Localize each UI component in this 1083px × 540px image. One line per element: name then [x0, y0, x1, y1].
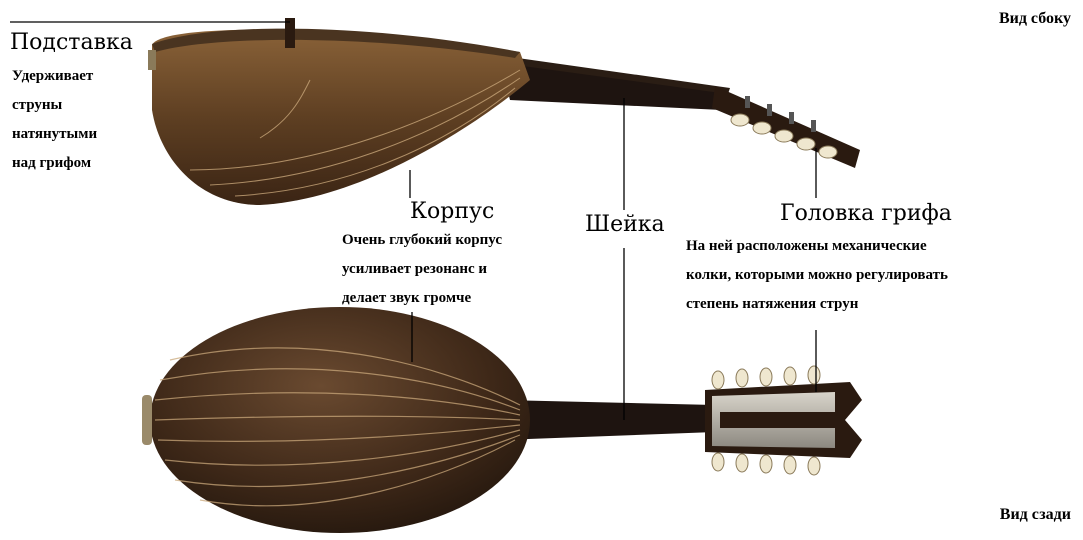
bridge-desc-line: над грифом	[12, 149, 97, 178]
side-view-mandolin	[148, 18, 860, 205]
side-headstock	[712, 86, 860, 168]
headstock-desc-line: степень натяжения струн	[686, 290, 948, 319]
side-endpin	[148, 50, 156, 70]
bridge-desc-line: натянутыми	[12, 120, 97, 149]
back-neck	[500, 400, 715, 440]
body-desc-line: делает звук громче	[342, 284, 502, 313]
bridge-description: Удерживает струны натянутыми над грифом	[12, 62, 97, 178]
back-end-button	[142, 395, 152, 445]
headstock-title: Головка грифа	[780, 201, 952, 226]
back-headstock-slot	[720, 412, 835, 428]
back-pegs-bottom	[712, 453, 820, 475]
body-description: Очень глубокий корпус усиливает резонанс…	[342, 226, 502, 313]
bridge-desc-line: струны	[12, 91, 97, 120]
bridge-desc-line: Удерживает	[12, 62, 97, 91]
neck-title: Шейка	[585, 212, 665, 237]
back-view-label: Вид сзади	[1000, 506, 1071, 524]
headstock-desc-line: На ней расположены механические	[686, 232, 948, 261]
body-title: Корпус	[410, 199, 494, 224]
body-desc-line: усиливает резонанс и	[342, 255, 502, 284]
side-view-label: Вид сбоку	[999, 10, 1071, 28]
back-view-mandolin	[142, 307, 862, 533]
bridge-title: Подставка	[10, 30, 133, 55]
body-desc-line: Очень глубокий корпус	[342, 226, 502, 255]
headstock-description: На ней расположены механические колки, к…	[686, 232, 948, 319]
headstock-desc-line: колки, которыми можно регулировать	[686, 261, 948, 290]
